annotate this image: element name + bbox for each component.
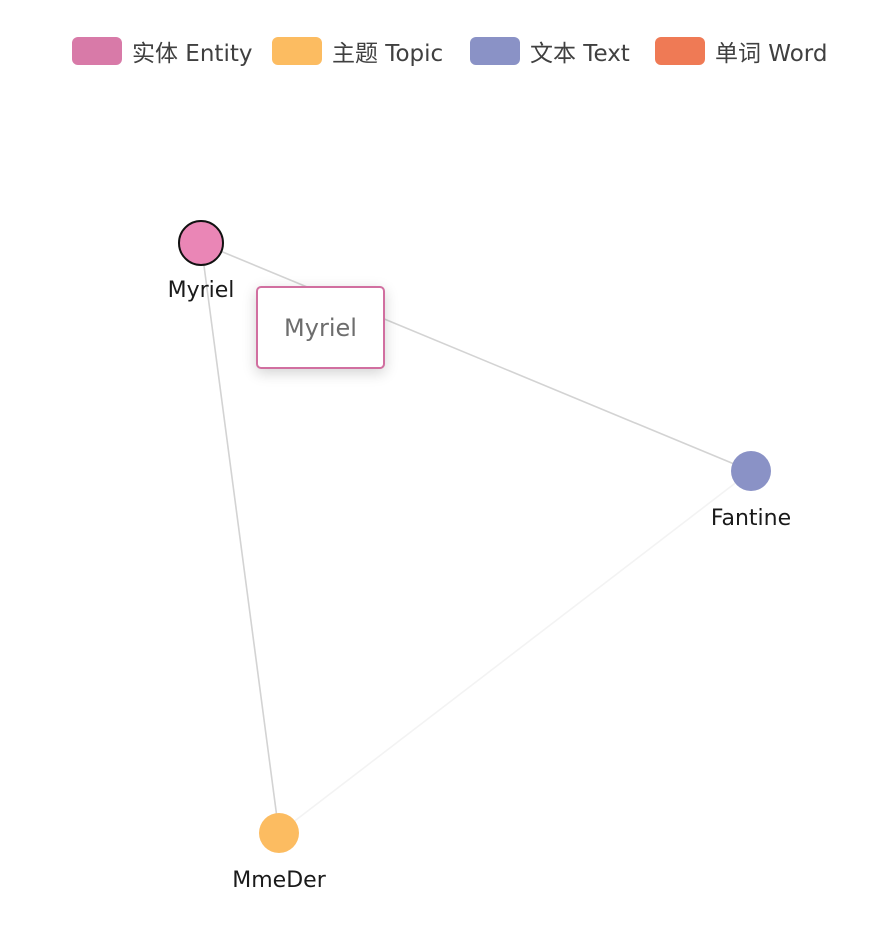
legend-item-topic[interactable]: 主题 Topic [272, 36, 444, 67]
legend-item-text[interactable]: 文本 Text [470, 36, 630, 67]
node-myriel[interactable] [178, 220, 224, 266]
node-tooltip: Myriel [256, 286, 385, 369]
node-mmeder[interactable] [259, 813, 299, 853]
node-label-fantine: Fantine [711, 506, 791, 531]
legend-item-entity[interactable]: 实体 Entity [72, 36, 253, 67]
edge-myriel-fantine [200, 242, 752, 472]
legend-swatch-entity [72, 37, 122, 65]
legend-label-entity: 实体 Entity [132, 41, 253, 67]
edge-myriel-mmeder [200, 242, 280, 834]
legend-label-word: 单词 Word [715, 41, 828, 67]
edge-fantine-mmeder [278, 470, 752, 834]
legend-swatch-text [470, 37, 520, 65]
node-label-myriel: Myriel [168, 278, 235, 303]
node-fantine[interactable] [731, 451, 771, 491]
tooltip-text: Myriel [284, 313, 357, 342]
graph-edges [200, 242, 752, 834]
legend-label-text: 文本 Text [530, 41, 630, 67]
node-label-mmeder: MmeDer [232, 868, 326, 893]
legend: 实体 Entity 主题 Topic 文本 Text 单词 Word [0, 36, 888, 67]
legend-label-topic: 主题 Topic [332, 41, 444, 67]
legend-swatch-topic [272, 37, 322, 65]
legend-item-word[interactable]: 单词 Word [655, 36, 828, 67]
legend-swatch-word [655, 37, 705, 65]
